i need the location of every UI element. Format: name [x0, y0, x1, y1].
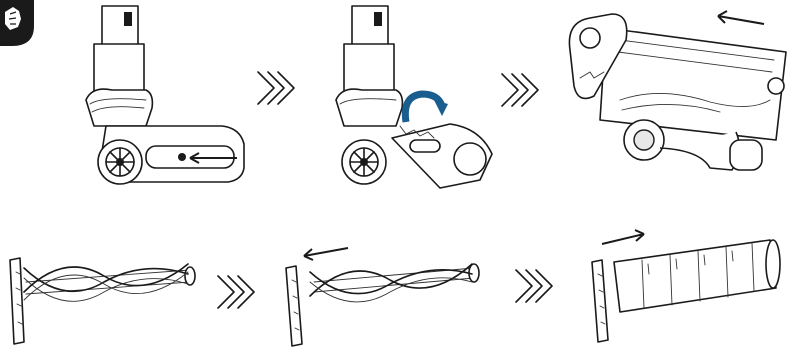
triple-chevron-icon: [256, 68, 296, 108]
step-6-slide-roller-on: [586, 222, 786, 346]
triple-chevron-icon: [514, 266, 554, 306]
next-step-chevrons-2: [500, 70, 540, 110]
step-4-brush-bar: [4, 242, 209, 346]
rotate-arrow-icon: [405, 94, 442, 122]
hand-wipe-icon: [0, 0, 34, 46]
next-step-chevrons-3: [216, 272, 256, 312]
step-2-lift-cover: [330, 4, 510, 194]
triple-chevron-icon: [216, 272, 256, 312]
next-step-chevrons-4: [514, 266, 554, 306]
step-1-rotate-latch: [72, 4, 262, 194]
hand-wipe-badge: [0, 0, 34, 46]
next-step-chevrons-1: [256, 68, 296, 108]
step-3-open-brush-head: [560, 0, 802, 200]
triple-chevron-icon: [500, 70, 540, 110]
step-5-remove-end-cap: [278, 232, 490, 346]
